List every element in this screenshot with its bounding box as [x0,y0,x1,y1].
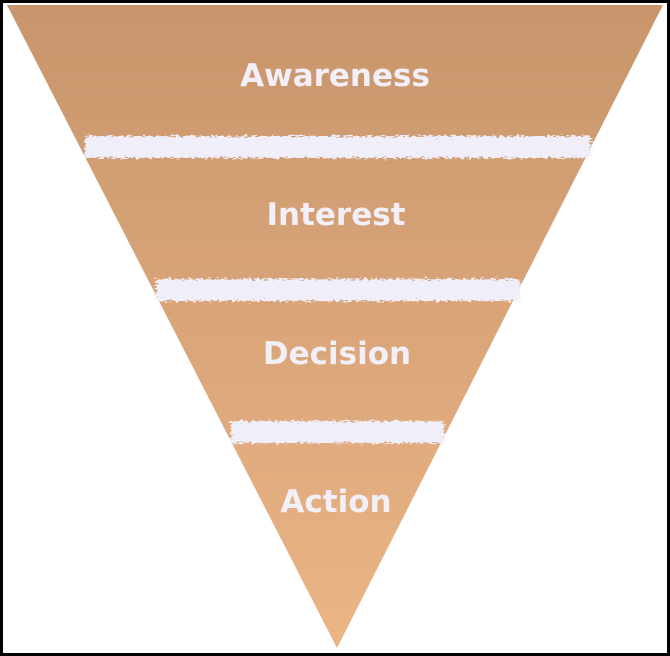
funnel-svg: Awareness Interest Decision Action [7,5,663,648]
stage-interest: Interest [266,197,405,233]
funnel-diagram: Awareness Interest Decision Action [3,3,667,653]
funnel-triangle [7,5,663,648]
stage-awareness: Awareness [240,58,430,94]
stage-decision: Decision [263,336,411,372]
separator-3 [231,421,444,443]
stage-action: Action [280,484,391,520]
separator-1 [85,136,591,158]
separator-2 [156,279,520,301]
